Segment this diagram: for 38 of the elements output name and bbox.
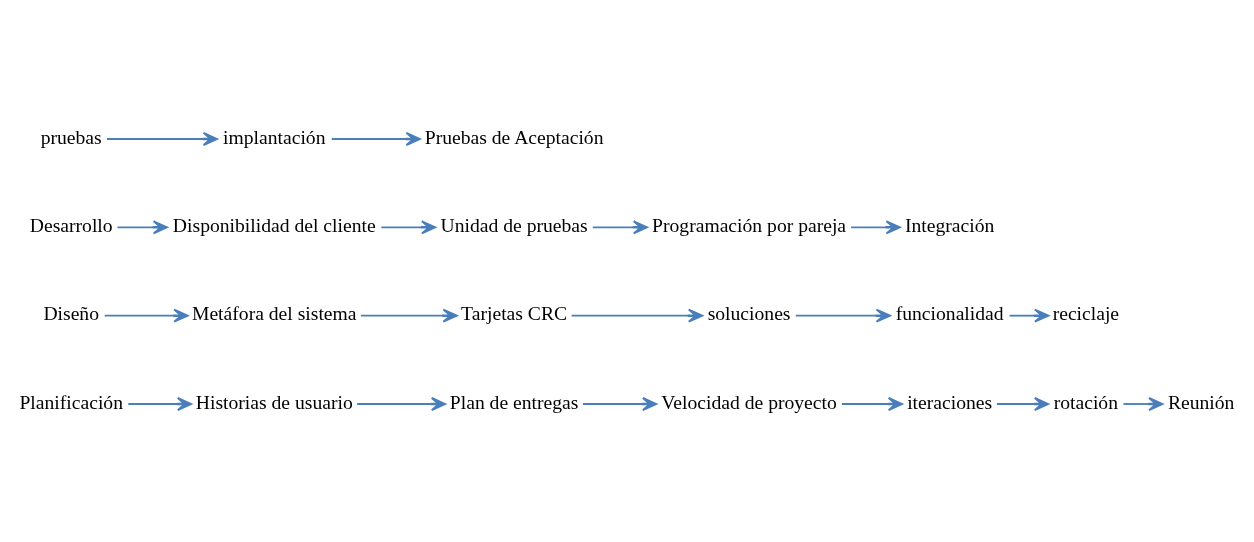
node-text: Tarjetas CRC <box>461 302 568 324</box>
node-text: iteraciones <box>907 391 993 413</box>
node-text: Velocidad de proyecto <box>661 391 837 413</box>
node-text: Historias de usuario <box>195 391 353 413</box>
arrow <box>850 219 901 234</box>
node-text: implantación <box>223 126 326 148</box>
node-text: soluciones <box>707 302 791 324</box>
arrow <box>359 308 458 323</box>
node-text: Plan de entregas <box>449 391 579 413</box>
arrow <box>996 396 1050 411</box>
node-text: Programación por pareja <box>652 214 847 236</box>
arrow <box>127 396 193 411</box>
arrow <box>380 219 437 234</box>
arrow <box>794 308 891 323</box>
node-text: rotación <box>1053 391 1119 413</box>
node-text: Planificación <box>19 391 123 413</box>
node-text: pruebas <box>40 126 102 148</box>
arrow <box>570 308 704 323</box>
arrow <box>103 308 189 323</box>
node-text: Metáfora del sistema <box>191 302 357 324</box>
arrow <box>330 131 421 146</box>
node-text: Disponibilidad del cliente <box>172 214 376 236</box>
arrow <box>591 219 649 234</box>
arrow <box>356 396 447 411</box>
node-text: Reunión <box>1167 391 1235 413</box>
node-text: Pruebas de Aceptación <box>424 126 604 148</box>
arrow <box>1008 308 1050 323</box>
node-text: reciclaje <box>1052 302 1120 324</box>
arrow <box>582 396 658 411</box>
node-text: funcionalidad <box>895 302 1004 324</box>
arrow <box>1122 396 1164 411</box>
node-text: Desarrollo <box>29 214 113 236</box>
arrow <box>840 396 904 411</box>
node-text: Integración <box>905 214 995 236</box>
arrow <box>116 219 169 234</box>
node-text: Unidad de pruebas <box>440 214 588 236</box>
node-text: Diseño <box>43 302 100 324</box>
arrow <box>106 131 218 146</box>
